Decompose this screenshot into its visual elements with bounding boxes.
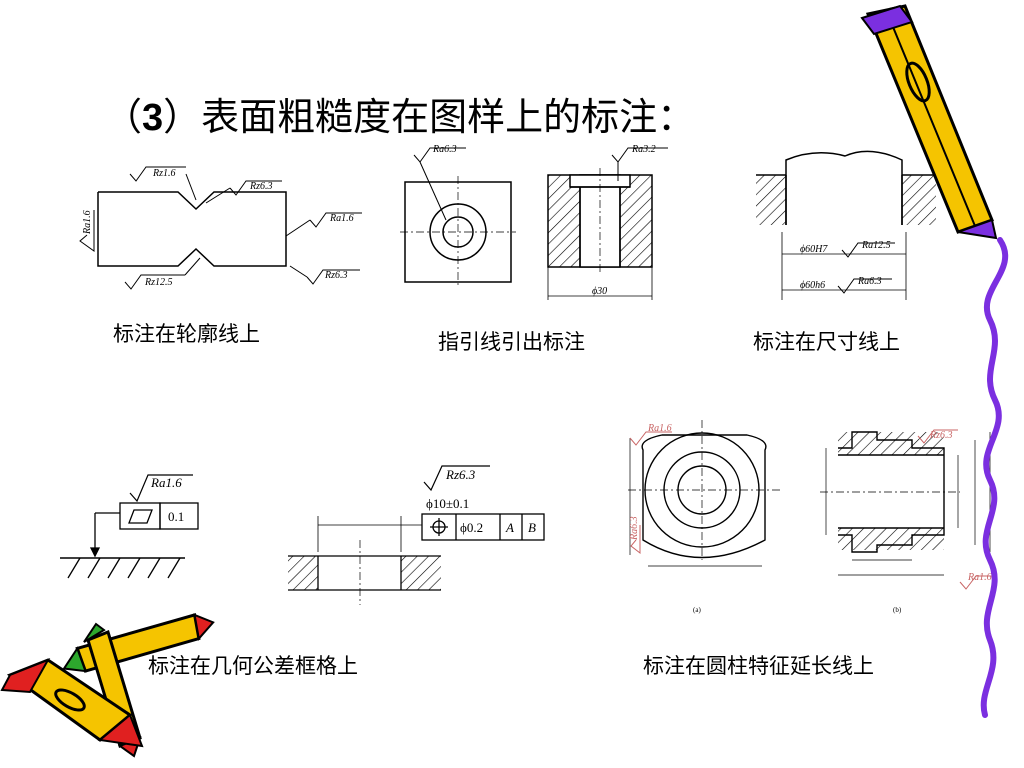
- sym-contour-right: Ra1.6: [329, 213, 354, 224]
- caption-leader: 指引线引出标注: [438, 330, 585, 354]
- caption-dimension: 标注在尺寸线上: [753, 330, 900, 354]
- slide-title: （3）表面粗糙度在图样上的标注：: [104, 86, 695, 141]
- tol-frame-value: 0.1: [168, 509, 184, 524]
- sym-contour-bottom-left: Rz12.5: [144, 277, 173, 288]
- sym-leader-square: Ra6.3: [432, 144, 457, 155]
- title-text: ）表面粗糙度在图样上的标注：: [163, 95, 696, 139]
- wavy-line: [980, 237, 1009, 718]
- title-number: 3: [142, 97, 164, 139]
- pencil-top-right-icon: [860, 4, 998, 240]
- sym-contour-bottom-right: Rz6.3: [324, 270, 348, 281]
- label-b: (b): [893, 606, 902, 614]
- caption-contour: 标注在轮廓线上: [113, 322, 260, 346]
- sym-upper: Ra12.5: [861, 240, 891, 251]
- sym-cyl-a-left: Ra6.3: [629, 516, 640, 541]
- datum-b: B: [528, 520, 536, 535]
- sym-contour-top-left: Rz1.6: [152, 168, 176, 179]
- sym-cyl-b-top: Rz6.3: [929, 430, 953, 441]
- sym-lower: Ra6.3: [857, 276, 882, 287]
- caption-cylinder: 标注在圆柱特征延长线上: [643, 654, 874, 678]
- sym-cyl-b-bottom: Ra1.6: [967, 572, 992, 583]
- dim-upper: ϕ60H7: [800, 244, 828, 255]
- sym-contour-top-right: Rz6.3: [249, 181, 273, 192]
- sym-tol-frame: Ra1.6: [150, 475, 182, 490]
- dim-leader-width: ϕ30: [592, 286, 607, 297]
- sym-tol-frame2: Rz6.3: [445, 467, 476, 482]
- pencil-bottom-left-icon: [0, 613, 215, 758]
- dim-tol-frame2: ϕ10±0.1: [426, 496, 469, 511]
- sym-leader-section: Ra3.2: [631, 144, 656, 155]
- label-a: (a): [693, 606, 701, 614]
- dim-lower: ϕ60h6: [800, 280, 825, 291]
- sym-contour-left: Ra1.6: [82, 210, 93, 235]
- datum-a: A: [505, 520, 514, 535]
- tol-value-frame2: ϕ0.2: [460, 520, 483, 535]
- sym-cyl-a-top: Ra1.6: [647, 423, 672, 434]
- caption-tolerance-frame: 标注在几何公差框格上: [148, 654, 358, 678]
- title-paren: （: [104, 95, 143, 139]
